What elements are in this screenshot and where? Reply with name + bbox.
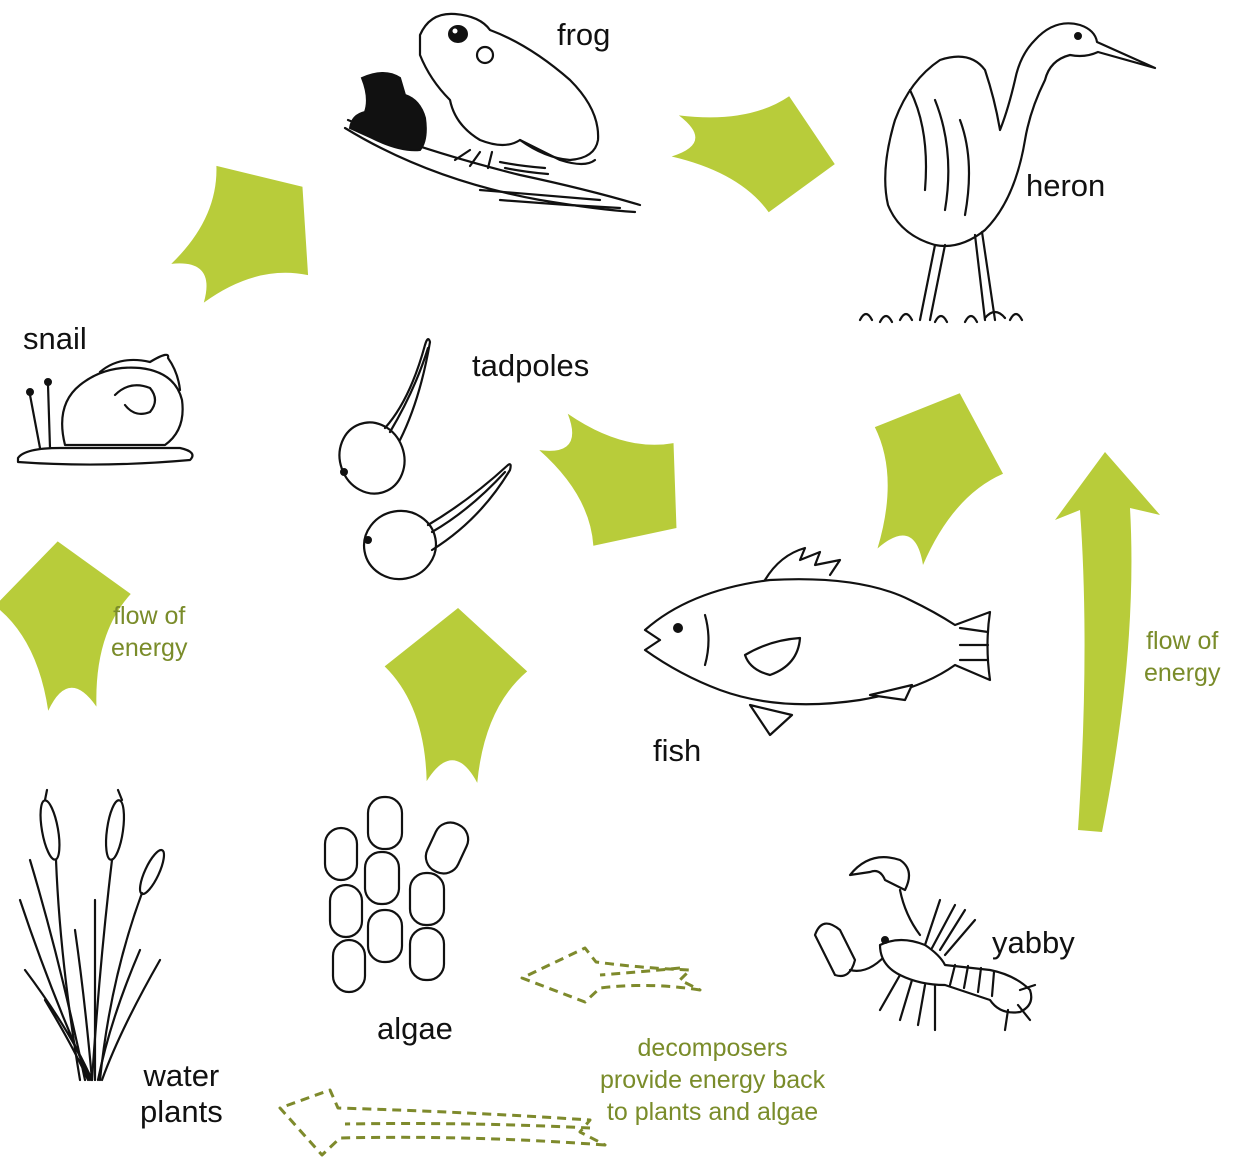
fish-illustration — [645, 548, 990, 735]
algae-illustration — [325, 797, 473, 992]
note-flow-of-energy-right: flow of energy — [1144, 625, 1220, 689]
energy-arrow-algae-to-tadpoles — [381, 606, 530, 785]
energy-arrow-fish-to-heron — [836, 370, 1024, 580]
note-decomposers: decomposers provide energy back to plant… — [600, 1032, 825, 1128]
label-frog: frog — [557, 17, 610, 53]
note-flow-of-energy-left: flow of energy — [111, 600, 187, 664]
energy-arrow-snail-to-frog — [142, 132, 349, 338]
label-heron: heron — [1026, 168, 1105, 204]
label-snail: snail — [23, 321, 87, 357]
decomposer-arrow-to-water-plants — [280, 1090, 605, 1155]
label-tadpoles: tadpoles — [472, 348, 589, 384]
energy-arrow-frog-to-heron — [665, 78, 845, 222]
label-algae: algae — [377, 1011, 453, 1047]
water-plants-illustration — [20, 790, 168, 1080]
label-yabby: yabby — [992, 925, 1075, 961]
decomposer-arrow-to-algae — [522, 948, 700, 1002]
heron-illustration — [860, 23, 1155, 322]
label-fish: fish — [653, 733, 701, 769]
energy-arrow-tadpoles-to-fish — [513, 381, 716, 580]
label-water-plants: water plants — [140, 1058, 223, 1130]
snail-illustration — [18, 355, 192, 465]
